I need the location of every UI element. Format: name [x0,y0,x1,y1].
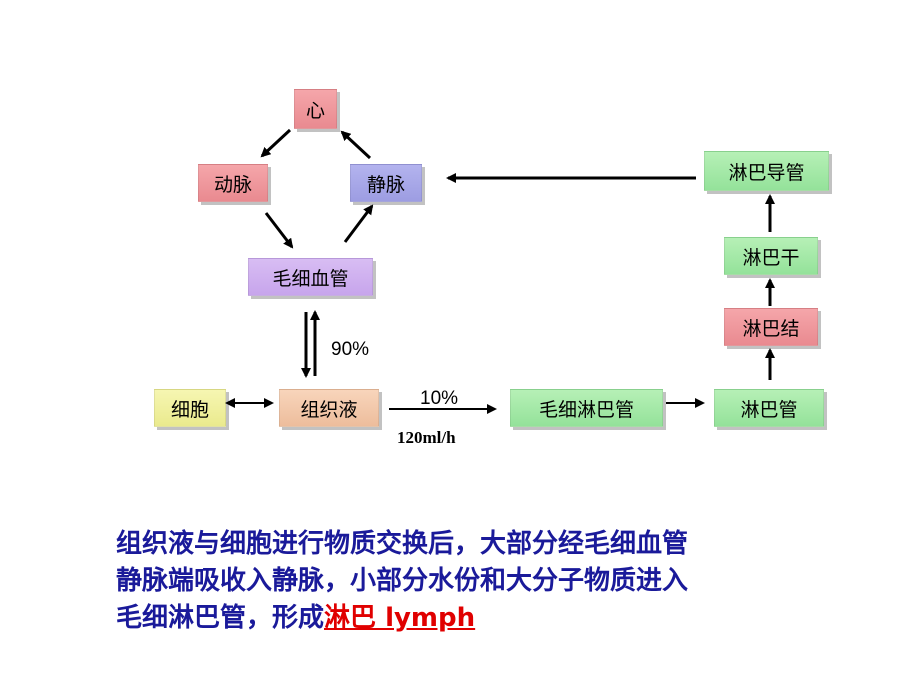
node-lymph-trunk-label: 淋巴干 [742,246,800,269]
node-tissue-fluid-label: 组织液 [300,398,358,421]
node-cell-label: 细胞 [170,398,209,421]
node-artery: 动脉 [198,164,268,202]
paragraph-line-3-text: 毛细淋巴管，形成 [116,603,325,633]
node-cell: 细胞 [154,389,226,427]
node-lymph-duct-label: 淋巴导管 [728,161,805,184]
node-vein-label: 静脉 [366,173,405,196]
lymph-highlight: 淋巴 lymph [324,603,476,633]
node-vein: 静脉 [350,164,422,202]
paragraph-line-1: 组织液与细胞进行物质交换后，大部分经毛细血管 [116,529,689,559]
label-10-percent: 10% [420,388,459,409]
arrow-artery-to-capillary [264,212,294,249]
node-lymph-vessel-label: 淋巴管 [740,398,798,421]
node-artery-label: 动脉 [213,173,252,196]
arrow-vein-to-heart [340,130,372,160]
paragraph-line-2: 静脉端吸收入静脉，小部分水份和大分子物质进入 [116,566,689,596]
node-lymph-duct: 淋巴导管 [704,151,829,191]
node-lymph-node: 淋巴结 [724,308,818,346]
node-capillary: 毛细血管 [248,258,373,296]
arrow-heart-to-artery [260,128,292,158]
node-lymph-capillary: 毛细淋巴管 [510,389,663,427]
node-heart-label: 心 [305,99,325,122]
label-90-percent: 90% [331,339,370,360]
paragraph-line-3: 毛细淋巴管，形成淋巴 lymph [116,600,816,637]
node-lymph-capillary-label: 毛细淋巴管 [538,398,634,421]
node-lymph-node-label: 淋巴结 [742,317,800,340]
node-heart: 心 [294,89,337,129]
arrow-capillary-to-vein [343,204,374,243]
node-tissue-fluid: 组织液 [279,389,379,427]
node-capillary-label: 毛细血管 [272,267,349,290]
label-flow-rate: 120ml/h [397,428,456,447]
explanation-paragraph: 组织液与细胞进行物质交换后，大部分经毛细血管 静脉端吸收入静脉，小部分水份和大分… [116,526,816,637]
node-lymph-vessel: 淋巴管 [714,389,824,427]
node-lymph-trunk: 淋巴干 [724,237,818,275]
